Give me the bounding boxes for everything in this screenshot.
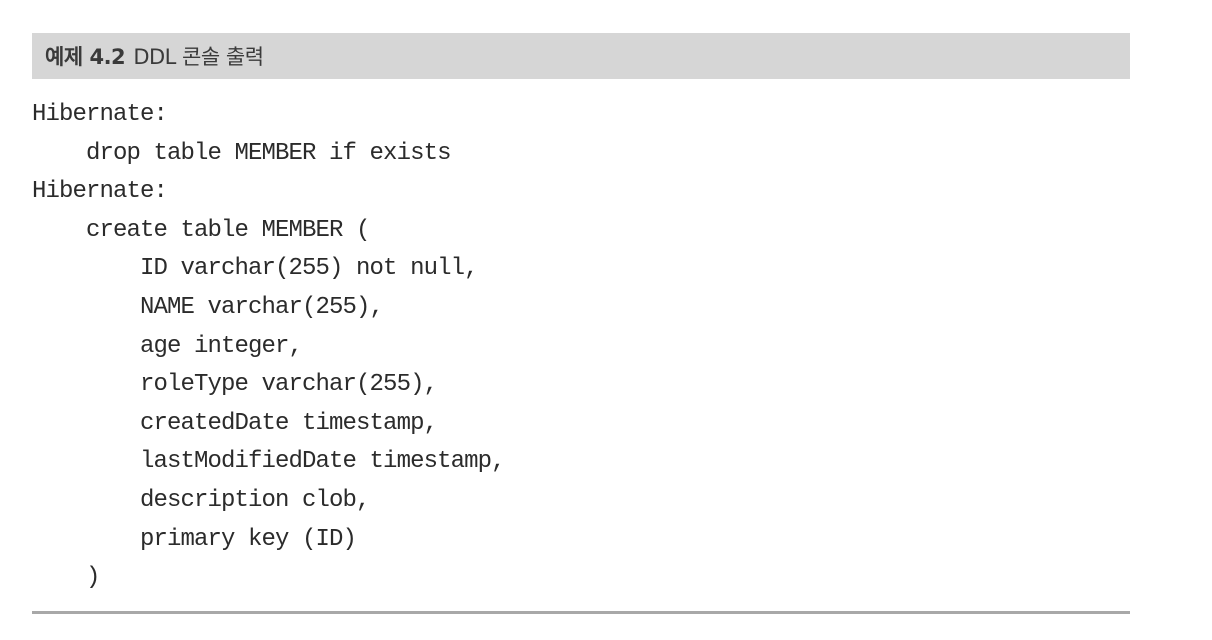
- code-line: roleType varchar(255),: [32, 371, 438, 399]
- example-header: 예제 4.2 DDL 콘솔 출력: [32, 33, 1130, 79]
- code-line: lastModifiedDate timestamp,: [32, 448, 505, 476]
- code-line: Hibernate:: [32, 178, 168, 206]
- code-line: createdDate timestamp,: [32, 409, 438, 437]
- code-line: description clob,: [32, 486, 370, 514]
- code-line: NAME varchar(255),: [32, 293, 384, 321]
- code-line: Hibernate:: [32, 101, 168, 128]
- code-line: drop table MEMBER if exists: [32, 139, 451, 167]
- code-line: create table MEMBER (: [32, 216, 370, 244]
- example-title: 예제 4.2 DDL 콘솔 출력: [45, 41, 264, 71]
- example-caption: DDL 콘솔 출력: [133, 45, 264, 69]
- code-line: ): [32, 564, 100, 592]
- code-line: age integer,: [32, 332, 303, 360]
- code-block: Hibernate: drop table MEMBER if exists H…: [32, 96, 1130, 598]
- code-line: ID varchar(255) not null,: [32, 255, 478, 283]
- bottom-divider: [32, 611, 1130, 614]
- example-label: 예제 4.2: [45, 45, 126, 69]
- code-line: primary key (ID): [32, 525, 357, 553]
